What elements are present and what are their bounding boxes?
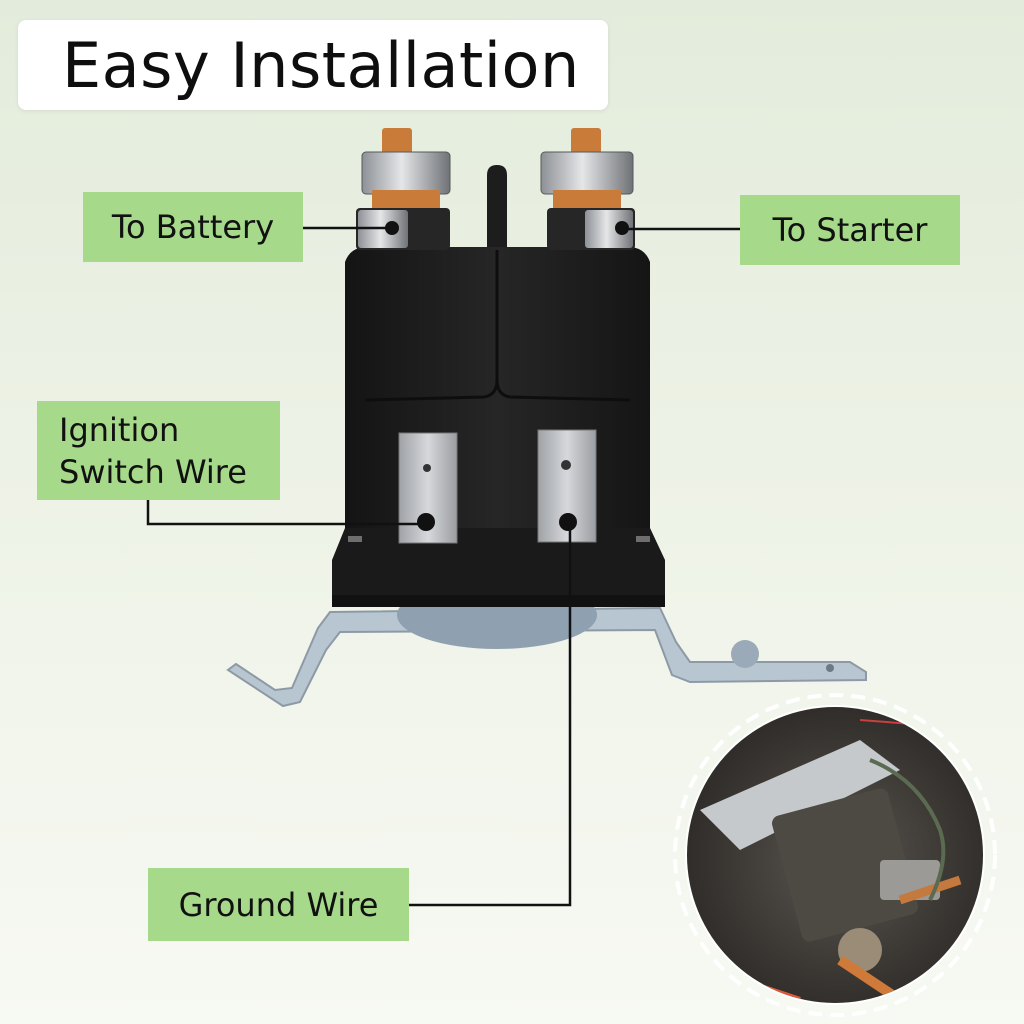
to-starter-text: To Starter [772, 211, 928, 249]
page-title: Easy Installation [62, 28, 580, 102]
installed-photo-inset [673, 693, 997, 1017]
ground-wire-text: Ground Wire [178, 885, 379, 924]
title-banner: Easy Installation [18, 20, 608, 110]
ignition-leader-line [146, 500, 426, 526]
ground-leader-line [409, 522, 572, 907]
mounting-bracket [226, 606, 867, 708]
ignition-text-line1: Ignition [59, 410, 180, 449]
ignition-text-line2: Switch Wire [59, 452, 247, 491]
leader-lines [146, 226, 740, 907]
to-starter-label: To Starter [740, 195, 960, 265]
ignition-switch-wire-label: Ignition Switch Wire [37, 401, 280, 500]
to-battery-text: To Battery [111, 208, 275, 246]
starter-terminal [540, 128, 635, 250]
ground-wire-label: Ground Wire [148, 868, 409, 941]
to-battery-label: To Battery [83, 192, 303, 262]
ignition-spade-terminal [398, 432, 458, 544]
battery-terminal [356, 128, 451, 250]
ground-spade-terminal [537, 429, 597, 543]
